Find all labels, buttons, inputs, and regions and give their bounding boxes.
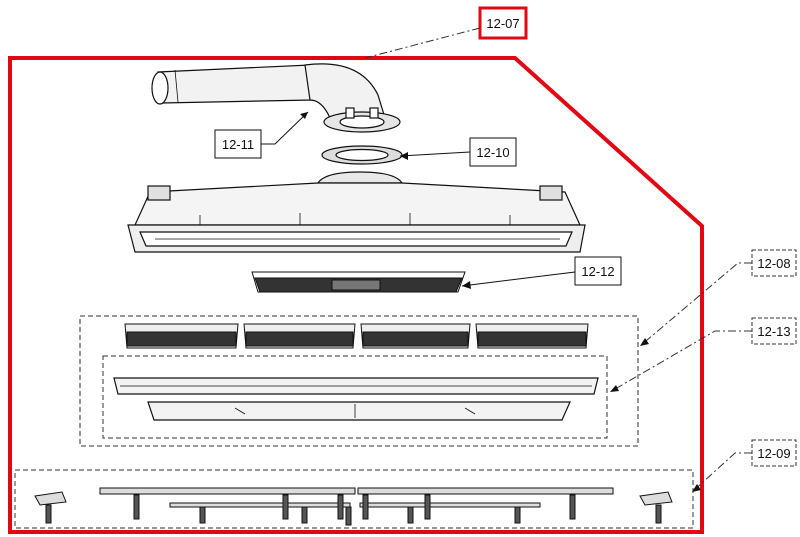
arrowhead-12-13 <box>610 385 619 392</box>
leader-12-13 <box>609 330 752 393</box>
hardware-part <box>34 487 673 526</box>
callout-12-10[interactable]: 12-10 <box>469 137 517 167</box>
grille-part <box>251 271 466 293</box>
hardware-group-box <box>14 469 694 529</box>
callout-12-13-text: 12-13 <box>757 324 790 339</box>
callout-12-09[interactable]: 12-09 <box>751 439 797 467</box>
callout-12-12[interactable]: 12-12 <box>574 256 622 286</box>
callout-12-11[interactable]: 12-11 <box>214 129 262 159</box>
callout-12-11-text: 12-11 <box>222 137 254 152</box>
frame-group-box <box>102 355 608 439</box>
filters-part <box>124 323 589 349</box>
leader-12-09 <box>691 452 752 493</box>
arrowhead-12-11 <box>300 112 308 119</box>
callout-12-12-text: 12-12 <box>581 264 614 279</box>
assembly-outline <box>8 56 704 534</box>
arrowhead-12-09 <box>692 484 701 492</box>
leader-12-11 <box>261 111 309 145</box>
leader-12-08 <box>639 262 752 347</box>
assembly-label-12-07[interactable]: 12-07 <box>478 6 528 40</box>
housing-part <box>127 171 586 253</box>
leader-12-12 <box>461 271 576 287</box>
arrowhead-12-08 <box>640 338 649 346</box>
frame-part <box>113 377 599 421</box>
callout-12-09-text: 12-09 <box>757 446 790 461</box>
callout-12-08[interactable]: 12-08 <box>751 249 797 277</box>
callout-12-08-text: 12-08 <box>757 256 790 271</box>
callout-12-13[interactable]: 12-13 <box>751 317 797 345</box>
leader-12-10 <box>399 151 471 157</box>
arrowhead-12-12 <box>462 281 471 289</box>
gasket-part <box>321 145 403 165</box>
elbow-duct-part <box>151 63 401 133</box>
assembly-leader <box>364 27 481 59</box>
arrowhead-12-10 <box>400 152 408 160</box>
assembly-label-text: 12-07 <box>486 16 519 31</box>
callout-12-10-text: 12-10 <box>476 145 509 160</box>
